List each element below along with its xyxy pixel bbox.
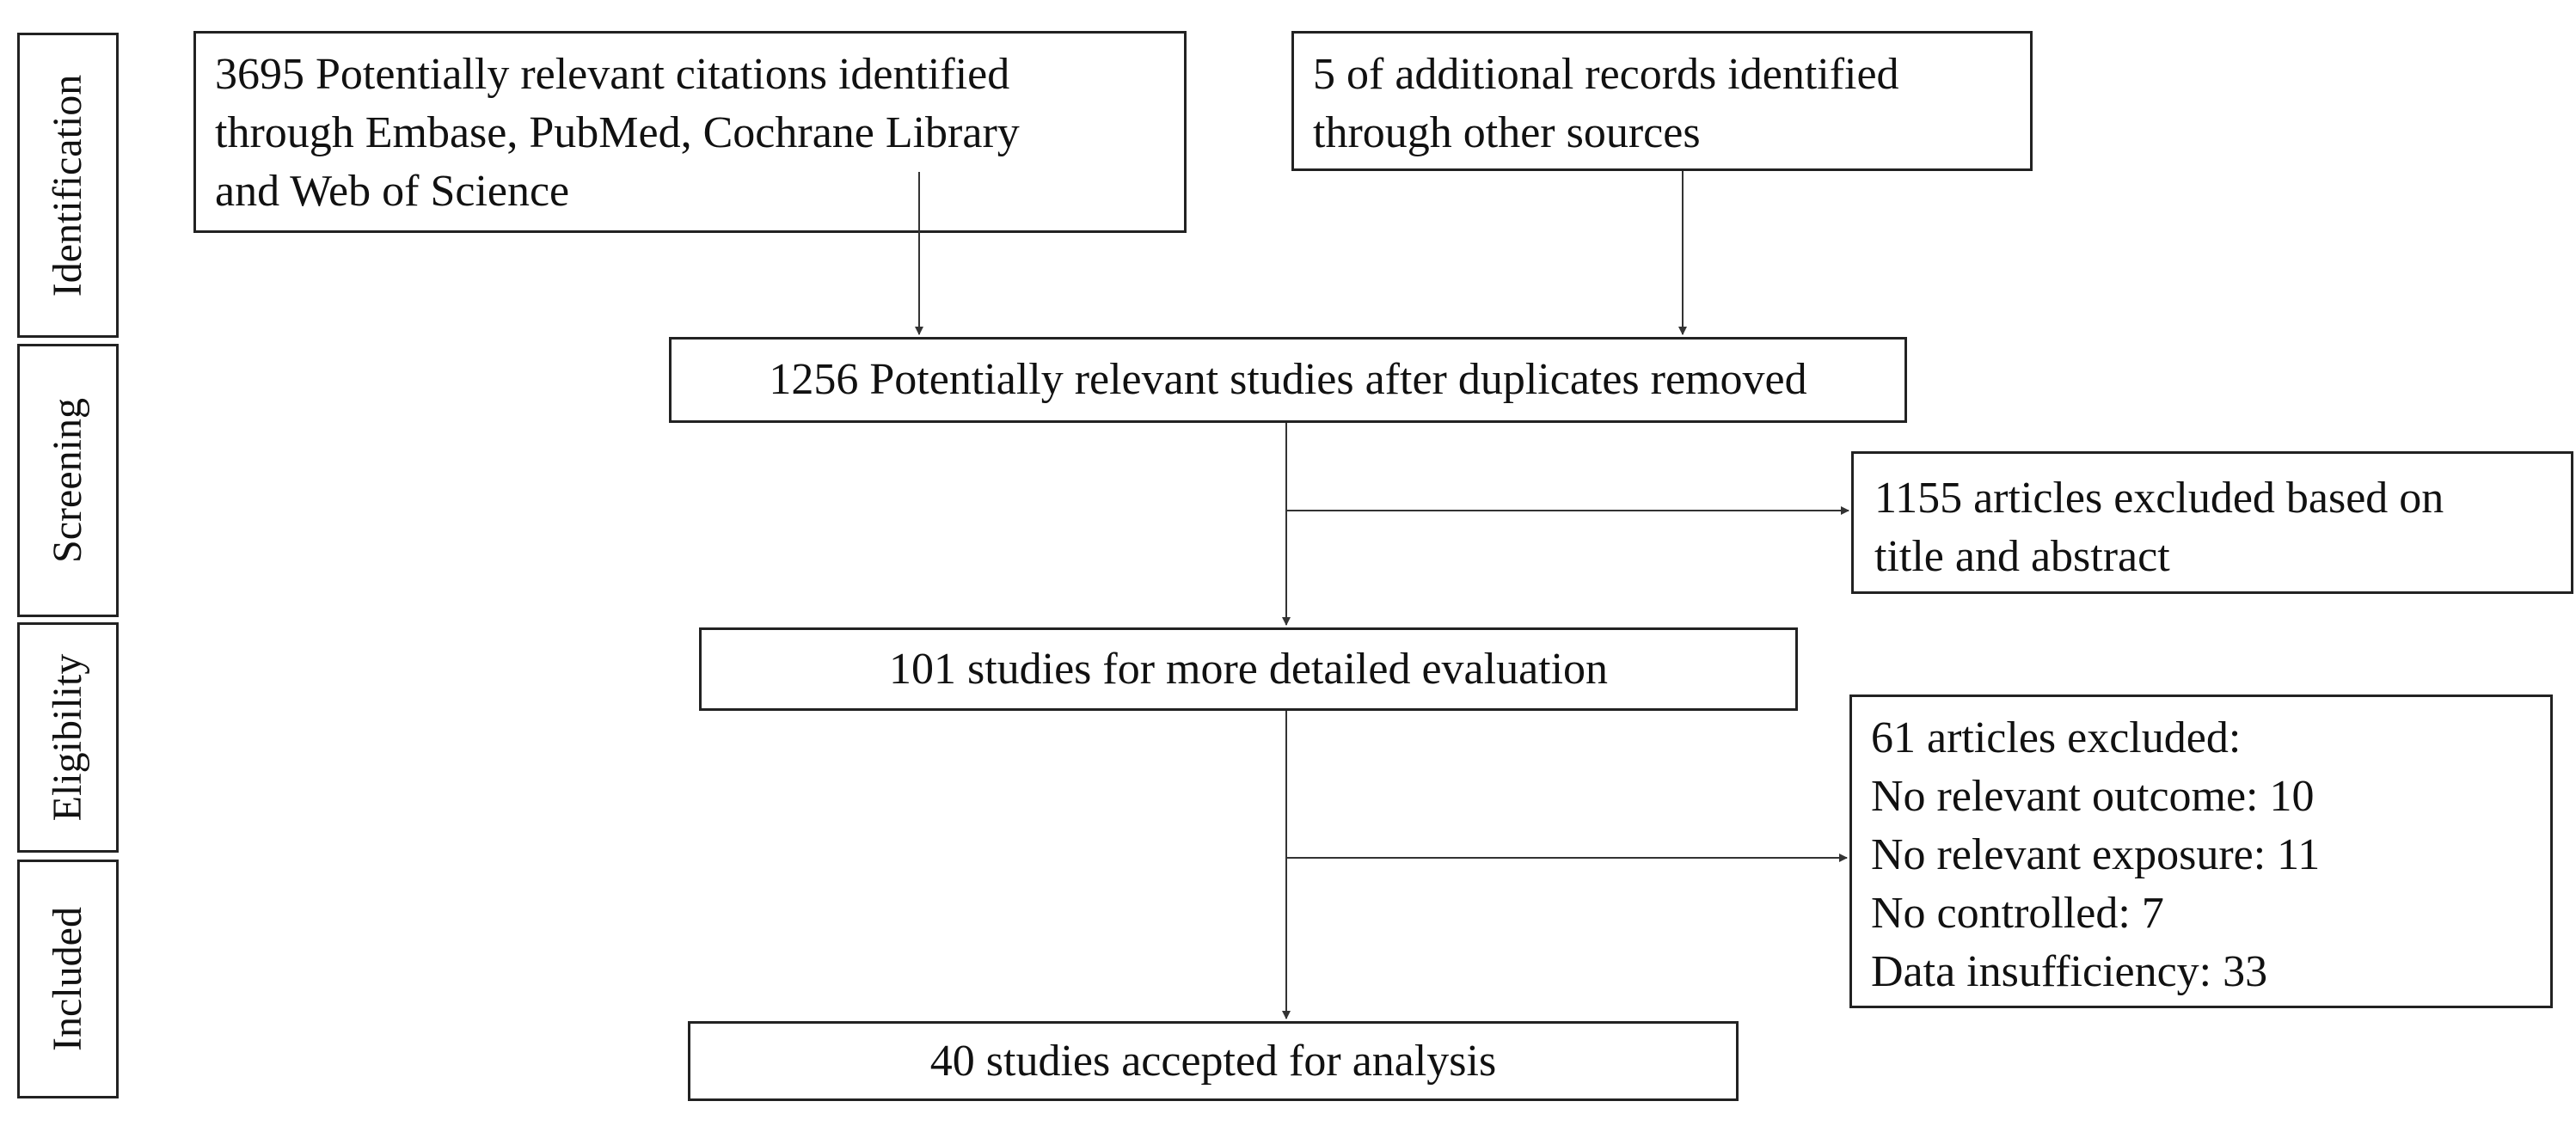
other-sources-box: 5 of additional records identified throu… [1291,31,2033,171]
after-duplicates-box: 1256 Potentially relevant studies after … [669,337,1907,423]
other-sources-line: 5 of additional records identified [1313,50,1899,99]
accepted-box: 40 studies accepted for analysis [688,1021,1739,1101]
database-search-line: and Web of Science [215,167,570,216]
database-search-line: 3695 Potentially relevant citations iden… [215,50,1010,99]
stage-identification: Identification [17,33,119,338]
stage-included: Included [17,860,119,1098]
excluded-full-text-line: No controlled: 7 [1871,889,2164,938]
excluded-title-abstract-line: title and abstract [1874,532,2170,581]
stage-eligibility: Eligibility [17,622,119,853]
excluded-full-text-line: No relevant outcome: 10 [1871,772,2315,821]
stage-screening: Screening [17,344,119,617]
detailed-evaluation-box: 101 studies for more detailed evaluation [699,627,1798,711]
after-duplicates-text: 1256 Potentially relevant studies after … [769,355,1807,404]
database-search-box: 3695 Potentially relevant citations iden… [193,31,1187,233]
other-sources-line: through other sources [1313,108,1701,157]
accepted-text: 40 studies accepted for analysis [929,1036,1497,1086]
excluded-full-text-box: 61 articles excluded: No relevant outcom… [1849,694,2553,1008]
excluded-full-text-line: Data insufficiency: 33 [1871,947,2268,996]
detailed-evaluation-text: 101 studies for more detailed evaluation [888,644,1609,694]
excluded-title-abstract-box: 1155 articles excluded based on title an… [1851,451,2573,594]
database-search-line: through Embase, PubMed, Cochrane Library [215,108,1020,157]
excluded-full-text-line: No relevant exposure: 11 [1871,830,2321,879]
excluded-full-text-line: 61 articles excluded: [1871,713,2242,762]
excluded-title-abstract-line: 1155 articles excluded based on [1874,474,2444,523]
